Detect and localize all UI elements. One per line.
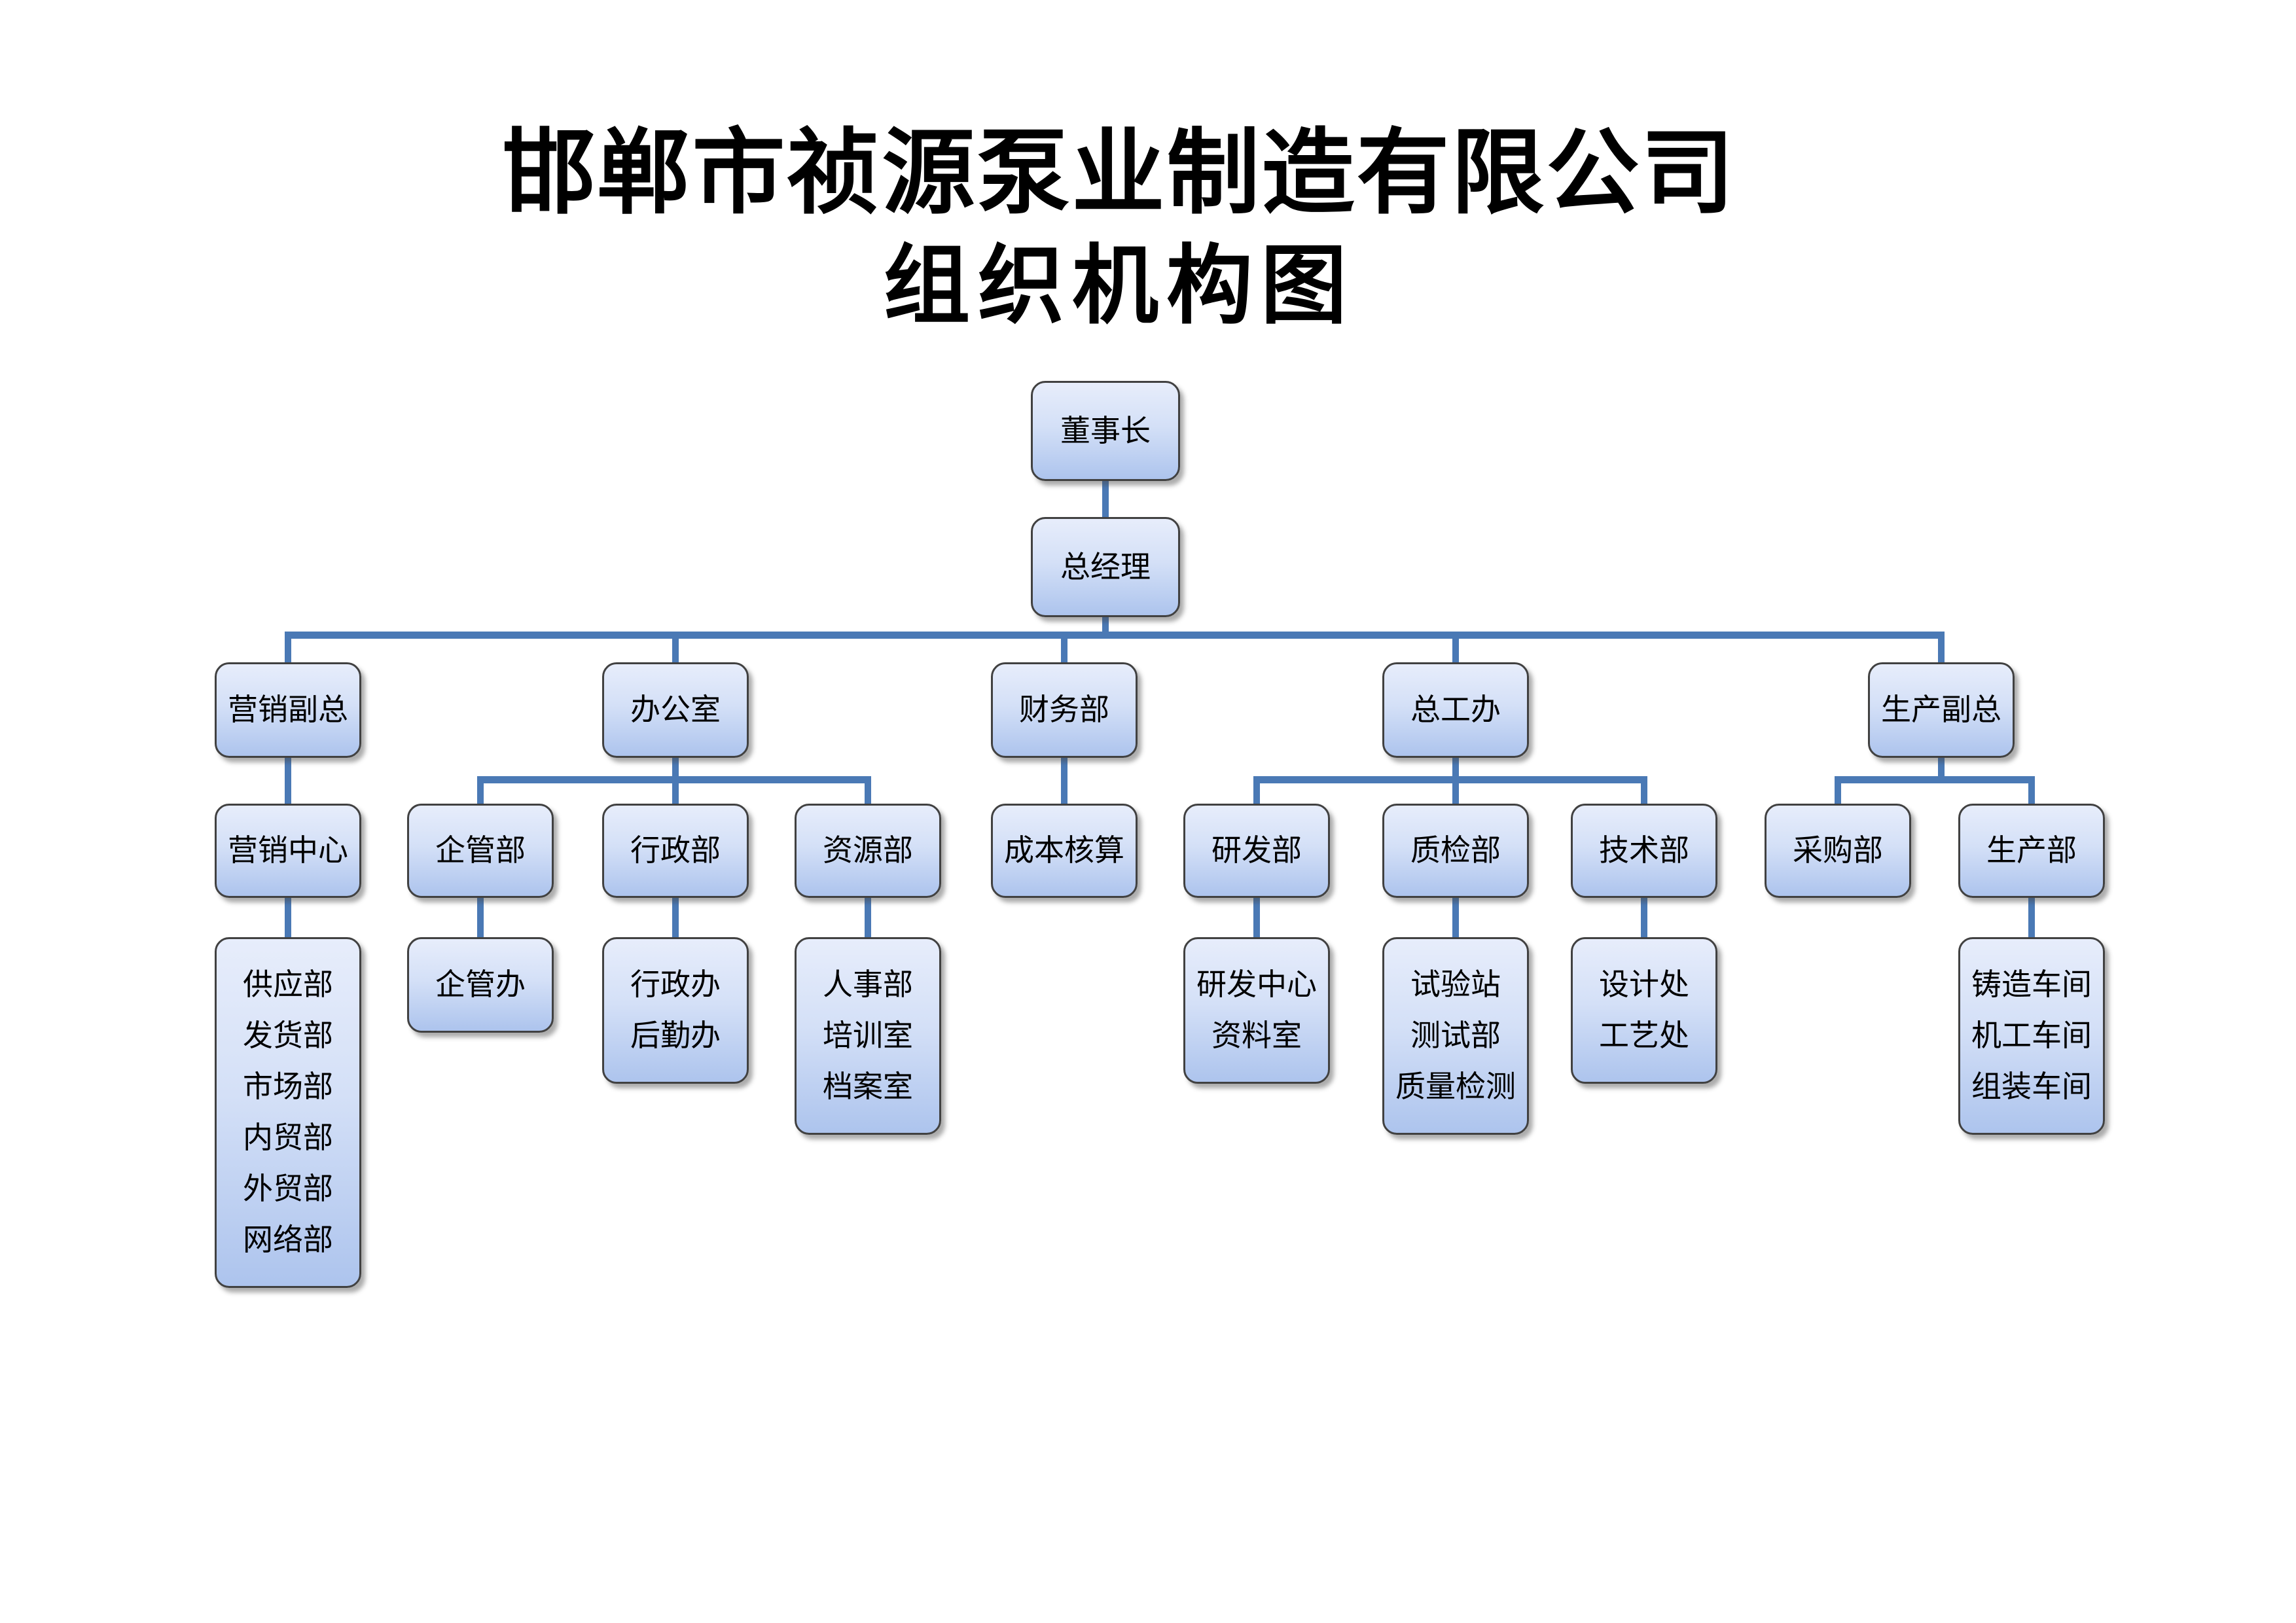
node-label: 设计处 [1599,968,1689,1001]
node-label: 财务部 [1019,693,1109,726]
connector-line [1061,757,1067,805]
node-label: 营销中心 [228,834,348,867]
node-label: 人事部 [823,968,913,1001]
node-label: 企管部 [435,834,526,867]
node-qc-sub-depts: 试验站 测试部 质量检测 [1382,937,1529,1135]
node-label: 总工办 [1410,693,1501,726]
connector-line [1061,635,1067,664]
connector-line [1641,897,1647,938]
connector-line [1253,779,1260,805]
connector-line [477,897,484,938]
node-label: 企管办 [435,968,526,1001]
node-label: 发货部 [243,1019,333,1052]
node-label: 档案室 [823,1070,913,1103]
node-label: 资料室 [1211,1019,1302,1052]
node-label: 总经理 [1060,550,1151,584]
node-label: 外贸部 [243,1172,333,1205]
node-qc-dept: 质检部 [1382,804,1529,898]
node-resources-sub-depts: 人事部 培训室 档案室 [795,937,941,1135]
node-admin-sub-offices: 行政办 后勤办 [602,937,749,1084]
node-label: 行政部 [630,834,721,867]
node-label: 研发中心 [1196,968,1317,1001]
node-production-dept: 生产部 [1958,804,2105,898]
node-office: 办公室 [602,662,749,758]
node-resources-dept: 资源部 [795,804,941,898]
node-finance-dept: 财务部 [991,662,1138,758]
connector-line [1641,779,1647,805]
node-label: 研发部 [1211,834,1302,867]
node-label: 铸造车间 [1971,968,2092,1001]
connector-line [2028,897,2035,938]
connector-line [1938,757,1945,780]
node-label: 供应部 [243,968,333,1001]
node-tech-sub-depts: 设计处 工艺处 [1571,937,1717,1084]
node-enterprise-mgmt-office: 企管办 [407,937,554,1033]
connector-bus [1253,776,1647,783]
node-production-vp: 生产副总 [1868,662,2015,758]
connector-line [285,897,291,938]
node-cost-accounting: 成本核算 [991,804,1138,898]
node-marketing-center: 营销中心 [215,804,361,898]
connector-line [1938,635,1945,664]
node-label: 试验站 [1410,968,1501,1001]
connector-line [672,635,679,664]
connector-line [285,757,291,805]
node-rd-dept: 研发部 [1183,804,1330,898]
connector-line [672,897,679,938]
connector-line [672,779,679,805]
node-label: 组装车间 [1971,1070,2092,1103]
node-label: 技术部 [1599,834,1689,867]
node-rd-sub-depts: 研发中心 资料室 [1183,937,1330,1084]
connector-line [1452,635,1459,664]
connector-line [2028,779,2035,805]
node-label: 工艺处 [1599,1019,1689,1052]
node-admin-dept: 行政部 [602,804,749,898]
connector-line [672,757,679,780]
node-enterprise-mgmt-dept: 企管部 [407,804,554,898]
node-label: 网络部 [243,1223,333,1257]
node-label: 成本核算 [1004,834,1124,867]
node-label: 资源部 [823,834,913,867]
node-label: 营销副总 [228,693,348,726]
node-marketing-vp: 营销副总 [215,662,361,758]
connector-line [1452,779,1459,805]
connector-bus [285,632,1945,639]
node-chairman: 董事长 [1031,381,1180,481]
page-title: 邯郸市祯源泵业制造有限公司 [502,121,1736,225]
connector-line [1102,616,1109,635]
node-label: 质检部 [1410,834,1501,867]
connector-bus [1835,776,2035,783]
node-general-manager: 总经理 [1031,517,1180,617]
node-label: 行政办 [630,968,721,1001]
connector-line [285,635,291,664]
node-tech-dept: 技术部 [1571,804,1717,898]
node-chief-engineer-office: 总工办 [1382,662,1529,758]
connector-line [1102,481,1109,518]
node-label: 生产副总 [1881,693,2001,726]
node-label: 后勤办 [630,1019,721,1052]
node-production-workshops: 铸造车间 机工车间 组装车间 [1958,937,2105,1135]
node-label: 培训室 [823,1019,913,1052]
connector-line [1835,779,1841,805]
node-label: 市场部 [243,1070,333,1103]
connector-line [865,779,871,805]
node-label: 质量检测 [1395,1070,1516,1103]
connector-line [1452,897,1459,938]
node-label: 机工车间 [1971,1019,2092,1052]
node-label: 生产部 [1986,834,2077,867]
node-purchasing-dept: 采购部 [1765,804,1911,898]
node-label: 办公室 [630,693,721,726]
connector-line [1253,897,1260,938]
node-marketing-sub-depts: 供应部 发货部 市场部 内贸部 外贸部 网络部 [215,937,361,1288]
node-label: 董事长 [1060,414,1151,448]
connector-line [477,779,484,805]
node-label: 内贸部 [243,1121,333,1154]
page-subtitle: 组织机构图 [884,238,1355,334]
connector-line [865,897,871,938]
connector-line [1452,757,1459,780]
node-label: 测试部 [1410,1019,1501,1052]
node-label: 采购部 [1793,834,1883,867]
